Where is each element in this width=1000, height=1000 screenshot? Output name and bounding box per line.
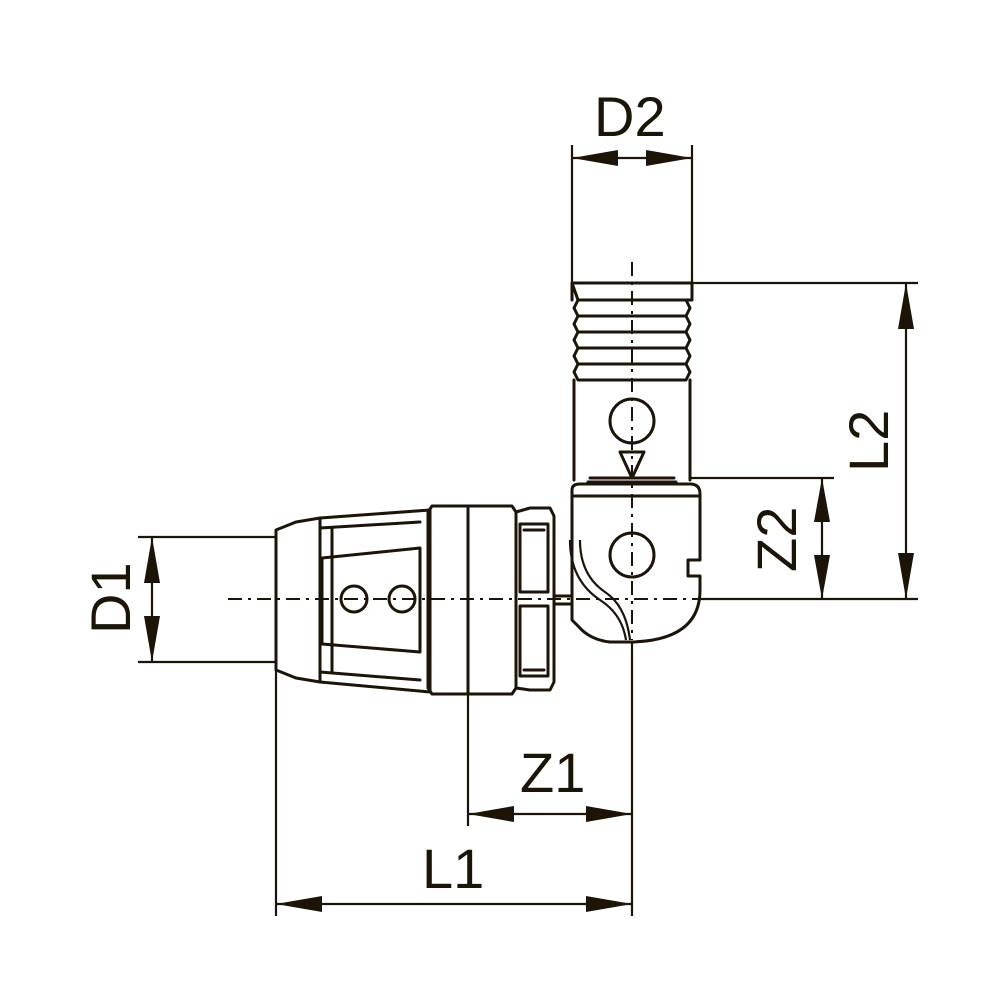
- label-z2: Z2: [745, 507, 808, 572]
- dimension-z2: Z2: [690, 476, 834, 599]
- dimension-z1: Z1: [466, 642, 634, 916]
- label-l1: L1: [422, 837, 484, 900]
- centerlines: [228, 262, 700, 640]
- elbow-body: [568, 482, 702, 644]
- inspection-hole-left-a: [339, 584, 369, 614]
- label-l2: L2: [837, 410, 900, 472]
- dimension-d2: D2: [570, 85, 694, 283]
- inspection-hole-upper: [608, 397, 656, 445]
- label-d1: D1: [79, 562, 142, 634]
- dimension-l2: L2: [692, 281, 918, 601]
- inspection-hole-left-b: [387, 584, 417, 614]
- dimension-d1: D1: [79, 535, 276, 664]
- label-d2: D2: [594, 85, 666, 148]
- vertical-stub: [570, 281, 694, 484]
- label-z1: Z1: [520, 741, 585, 804]
- dimension-l1: L1: [274, 670, 632, 916]
- inspection-hole-body: [608, 531, 656, 579]
